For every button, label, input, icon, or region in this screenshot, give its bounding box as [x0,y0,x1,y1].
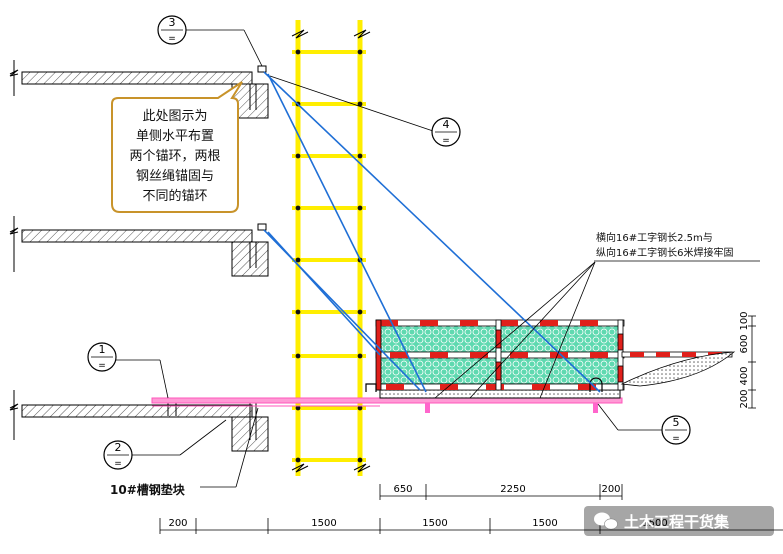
svg-text:横向16#工字钢长2.5m与: 横向16#工字钢长2.5m与 [596,231,713,244]
svg-text:650: 650 [393,484,412,495]
channel-block-label: 10#槽钢垫块 [110,482,186,497]
svg-text:2: 2 [115,441,122,454]
svg-text:200: 200 [739,389,750,408]
floor-slab-middle [9,216,269,277]
svg-text:100: 100 [739,311,750,330]
svg-text:4: 4 [443,118,450,131]
dims-bottom: 200 1500 1500 1500 1500 [159,518,783,534]
callout-3: 3 = [157,15,187,45]
callout-4: 4 = [431,117,461,147]
svg-text:=: = [672,434,680,444]
wire-ropes [263,71,601,393]
svg-text:单侧水平布置: 单侧水平布置 [136,129,214,144]
svg-text:3: 3 [169,16,176,29]
callout-1: 1 = [87,342,117,372]
anchor-ring-middle [257,223,267,231]
dims-right: 100 600 400 200 [739,311,756,409]
svg-text:200: 200 [168,518,187,529]
dims-platform: 650 2250 200 [379,484,623,500]
svg-text:5: 5 [673,416,680,429]
wechat-icon [594,512,618,530]
svg-text:纵向16#工字钢长6米焊接牢固: 纵向16#工字钢长6米焊接牢固 [596,246,733,259]
callout-5: 5 = [661,415,691,445]
svg-text:1: 1 [99,343,106,356]
svg-text:=: = [114,459,122,469]
svg-text:2250: 2250 [500,484,525,495]
svg-text:1500: 1500 [532,518,557,529]
anchor-ring-top [257,65,267,73]
svg-text:=: = [442,136,450,146]
svg-text:1500: 1500 [642,518,667,529]
svg-text:1500: 1500 [311,518,336,529]
svg-text:=: = [168,34,176,44]
svg-text:600: 600 [739,334,750,353]
svg-text:=: = [98,361,106,371]
svg-text:不同的锚环: 不同的锚环 [142,188,207,204]
floor-slab-bottom [9,390,269,452]
svg-text:200: 200 [601,484,620,495]
svg-text:此处图示为: 此处图示为 [142,109,207,124]
weld-note: 横向16#工字钢长2.5m与 纵向16#工字钢长6米焊接牢固 [594,231,760,262]
leader-lines [116,29,662,488]
platform [365,319,736,399]
svg-text:两个锚环，两根: 两个锚环，两根 [129,149,220,164]
watermark: 土木工程干货集 [584,506,774,536]
svg-text:400: 400 [739,366,750,385]
svg-text:钢丝绳锚固与: 钢丝绳锚固与 [136,169,214,184]
callout-2: 2 = [103,440,133,470]
anchor-note-box: 此处图示为 单侧水平布置 两个锚环，两根 钢丝绳锚固与 不同的锚环 [111,81,243,213]
scaffold [291,20,371,476]
svg-text:1500: 1500 [422,518,447,529]
svg-text:土木工程干货集: 土木工程干货集 [624,513,730,531]
anchor-bolts [167,84,257,440]
